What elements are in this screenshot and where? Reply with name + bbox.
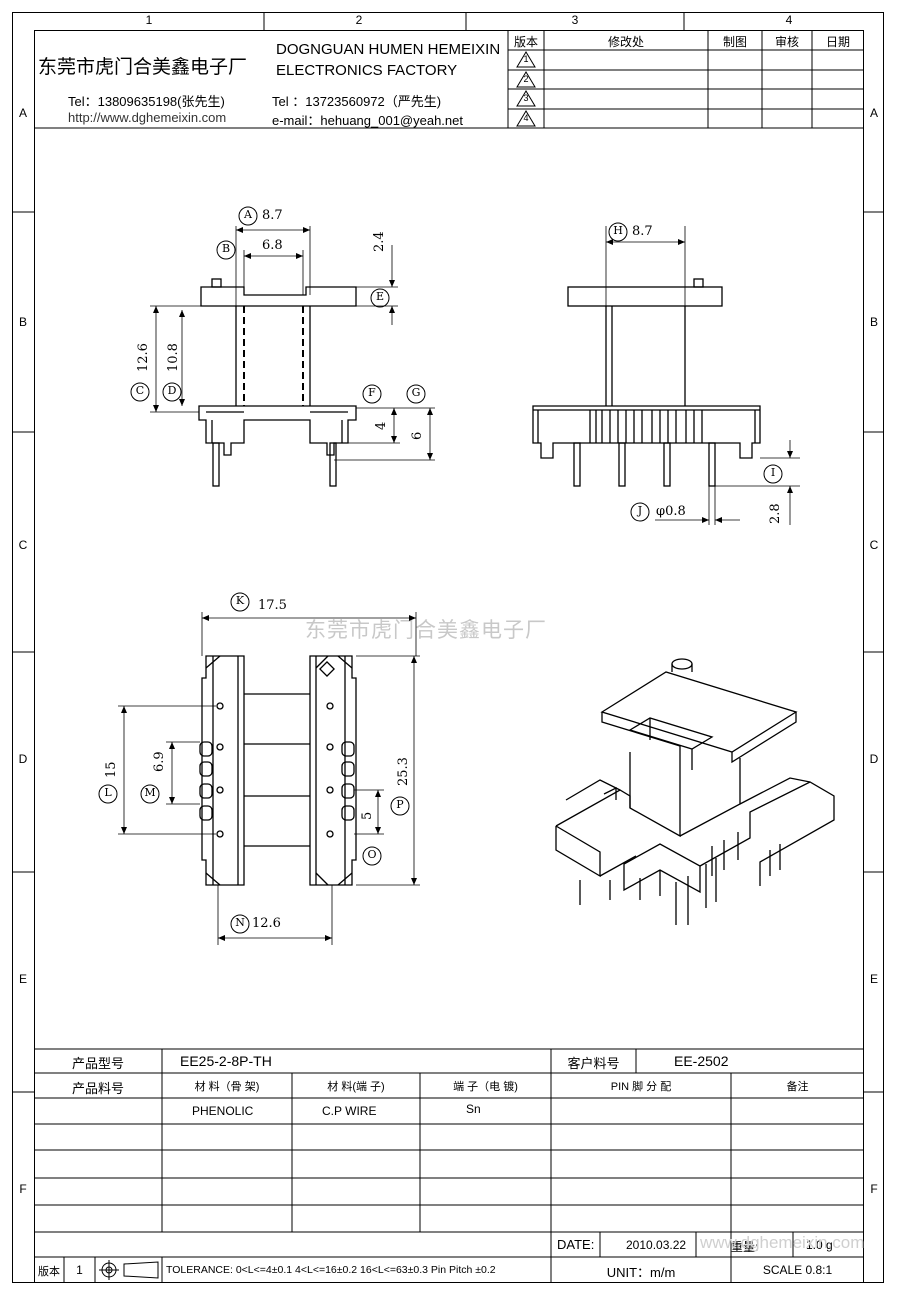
label-m: M	[144, 786, 156, 799]
label-d: D	[167, 384, 177, 397]
revision-mark-2: 2	[523, 74, 529, 84]
product-model-label: 产品型号	[71, 1056, 124, 1071]
row-label-c-left: C	[18, 538, 28, 552]
column-label-4: 4	[785, 13, 793, 27]
label-j: J	[637, 504, 643, 517]
remark-label: 备注	[786, 1081, 809, 1093]
company-name-en-line2: ELECTRONICS FACTORY	[276, 62, 458, 79]
label-f: F	[368, 386, 376, 399]
email-link[interactable]: e-mail：hehuang_001@yeah.net	[272, 113, 463, 128]
label-e: E	[375, 290, 385, 303]
revision-mark-4: 4	[523, 113, 529, 123]
product-model-value: EE25-2-8P-TH	[180, 1053, 272, 1069]
row-label-d-left: D	[18, 752, 28, 766]
watermark-company: 东莞市虎门合美鑫电子厂	[305, 618, 547, 642]
company-name-en-line1: DOGNGUAN HUMEN HEMEIXIN	[276, 41, 501, 58]
side-view-dimensions	[605, 226, 800, 525]
label-h: H	[613, 224, 623, 237]
date-label: DATE:	[557, 1237, 595, 1252]
revision-header-checked: 审核	[774, 35, 799, 49]
inner-border	[34, 30, 864, 1283]
weight-label: 重量:	[731, 1240, 759, 1254]
row-label-e-right: E	[869, 972, 878, 986]
material-bobbin-label: 材 料（骨 架)	[194, 1081, 260, 1093]
column-label-1: 1	[145, 13, 153, 27]
label-l: L	[104, 786, 112, 799]
dim-b-value: 6.8	[262, 238, 283, 253]
tel-primary: Tel：13809635198(张先生)	[68, 94, 225, 109]
side-view	[532, 278, 761, 487]
dim-n-value: 12.6	[252, 916, 281, 931]
revision-header-date: 日期	[825, 35, 850, 49]
revision-header-drawn: 制图	[722, 35, 747, 49]
tolerance-text: TOLERANCE: 0<L<=4±0.1 4<L<=16±0.2 16<L<=…	[166, 1264, 496, 1276]
pin-plating-value: Sn	[466, 1102, 481, 1116]
bottom-view-dimensions	[118, 612, 420, 945]
material-pin-value: C.P WIRE	[322, 1104, 377, 1118]
row-label-b-right: B	[869, 315, 878, 329]
customer-part-label: 客户料号	[567, 1056, 620, 1071]
label-c: C	[135, 384, 145, 397]
row-label-a-right: A	[869, 106, 878, 120]
revision-header-change: 修改处	[607, 35, 644, 49]
weight-value: 1.0 g	[806, 1238, 833, 1252]
revision-mark-1: 1	[523, 54, 529, 64]
dim-k-value: 17.5	[258, 598, 287, 613]
revision-mark-3: 3	[523, 93, 529, 103]
product-part-label: 产品料号	[71, 1081, 124, 1096]
website-link[interactable]: http://www.dghemeixin.com	[68, 110, 227, 125]
version-label: 版本	[38, 1266, 60, 1278]
label-a: A	[244, 208, 252, 221]
label-circles	[98, 206, 783, 934]
tel-secondary: Tel ：13723560972（严先生)	[272, 94, 442, 109]
row-label-e-left: E	[18, 972, 27, 986]
row-label-f-left: F	[19, 1182, 27, 1196]
label-n: N	[235, 916, 245, 929]
label-p: P	[396, 798, 404, 811]
row-label-b-left: B	[18, 315, 27, 329]
label-k: K	[235, 594, 245, 607]
bottom-view	[199, 655, 357, 886]
revision-header-version: 版本	[513, 35, 538, 49]
column-label-2: 2	[355, 13, 363, 27]
label-i: I	[770, 466, 776, 479]
label-g: G	[411, 386, 421, 399]
label-b: B	[221, 242, 231, 255]
row-label-a-left: A	[18, 106, 27, 120]
watermark-url: www.dghemeixin.com	[700, 1233, 865, 1252]
pin-assign-label: PIN 脚 分 配	[610, 1081, 672, 1093]
unit-text: UNIT：m/m	[606, 1265, 676, 1280]
scale-text: SCALE 0.8:1	[762, 1263, 833, 1277]
date-value: 2010.03.22	[626, 1238, 687, 1252]
customer-part-value: EE-2502	[674, 1053, 729, 1069]
dim-h-value: 8.7	[632, 224, 653, 239]
version-value: 1	[76, 1263, 83, 1277]
front-view-dimensions	[150, 226, 435, 461]
isometric-view	[555, 658, 835, 925]
material-pin-label: 材 料(端 子)	[327, 1081, 385, 1093]
dim-a-value: 8.7	[262, 208, 283, 223]
dim-j-value: φ0.8	[656, 504, 686, 519]
row-label-c-right: C	[869, 538, 879, 552]
company-name-cn: 东莞市虎门合美鑫电子厂	[38, 56, 248, 78]
row-label-f-right: F	[870, 1182, 878, 1196]
row-label-d-right: D	[869, 752, 879, 766]
column-label-3: 3	[571, 13, 579, 27]
pin-plating-label: 端 子（电 镀)	[453, 1081, 518, 1093]
material-bobbin-value: PHENOLIC	[192, 1104, 254, 1118]
label-o: O	[367, 848, 377, 861]
